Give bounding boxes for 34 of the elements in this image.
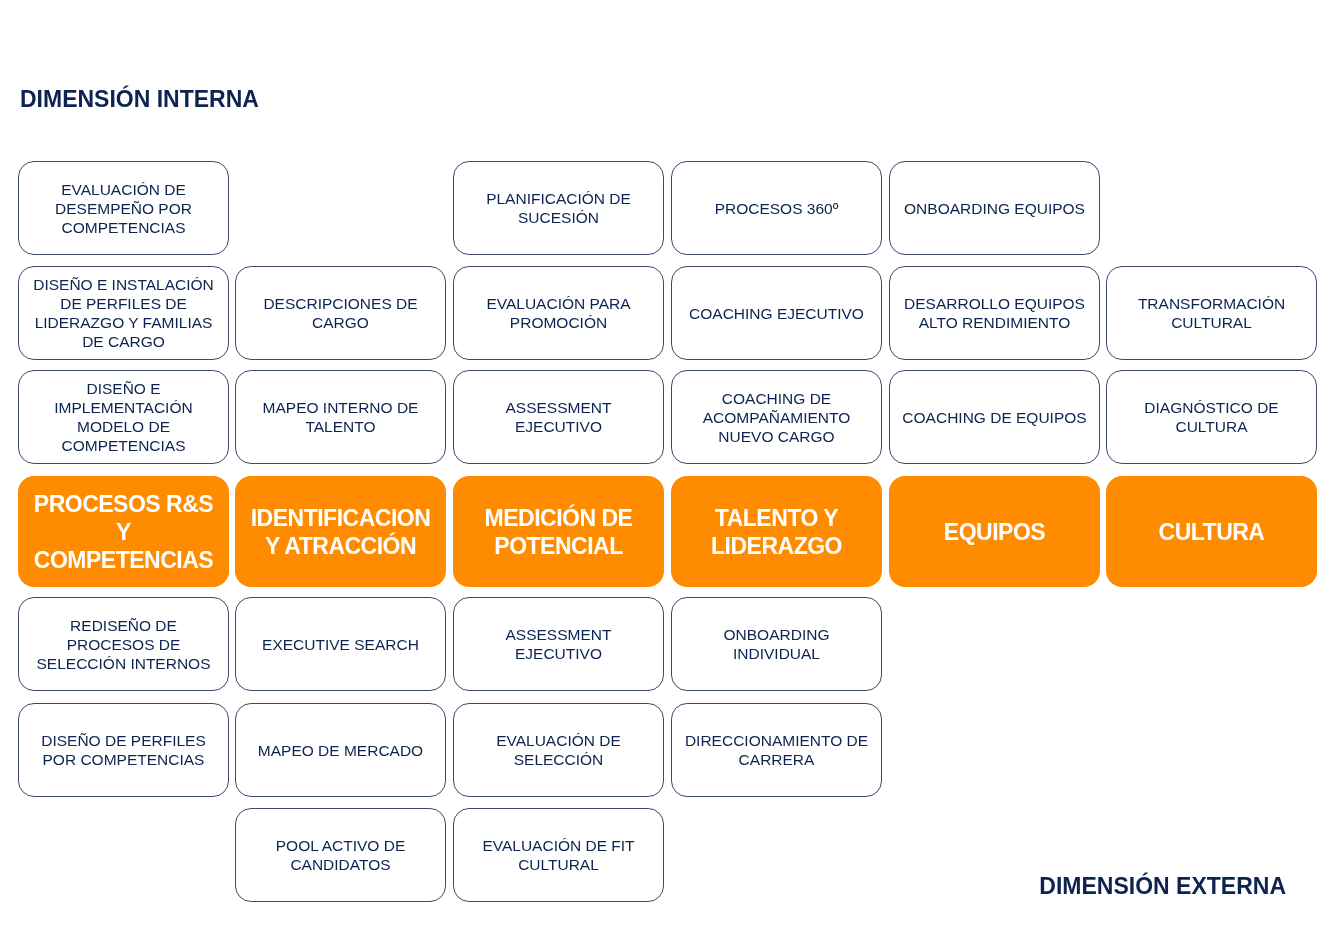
category-box: TALENTO Y LIDERAZGO bbox=[671, 476, 882, 587]
service-box: DISEÑO DE PERFILES POR COMPETENCIAS bbox=[18, 703, 229, 797]
service-box: ONBOARDING EQUIPOS bbox=[889, 161, 1100, 255]
service-box: ASSESSMENT EJECUTIVO bbox=[453, 370, 664, 464]
service-box: ASSESSMENT EJECUTIVO bbox=[453, 597, 664, 691]
section-heading: DIMENSIÓN EXTERNA bbox=[1039, 873, 1286, 900]
service-box: MAPEO DE MERCADO bbox=[235, 703, 446, 797]
service-box: PLANIFICACIÓN DE SUCESIÓN bbox=[453, 161, 664, 255]
service-box: PROCESOS 360º bbox=[671, 161, 882, 255]
service-box: DESCRIPCIONES DE CARGO bbox=[235, 266, 446, 360]
service-box: DIAGNÓSTICO DE CULTURA bbox=[1106, 370, 1317, 464]
service-box: COACHING EJECUTIVO bbox=[671, 266, 882, 360]
service-box: EVALUACIÓN DE FIT CULTURAL bbox=[453, 808, 664, 902]
service-box: EXECUTIVE SEARCH bbox=[235, 597, 446, 691]
service-box: MAPEO INTERNO DE TALENTO bbox=[235, 370, 446, 464]
category-box: EQUIPOS bbox=[889, 476, 1100, 587]
service-box: DIRECCIONAMIENTO DE CARRERA bbox=[671, 703, 882, 797]
service-box: POOL ACTIVO DE CANDIDATOS bbox=[235, 808, 446, 902]
section-heading: DIMENSIÓN INTERNA bbox=[20, 86, 259, 113]
service-box: ONBOARDING INDIVIDUAL bbox=[671, 597, 882, 691]
category-box: PROCESOS R&S Y COMPETENCIAS bbox=[18, 476, 229, 587]
service-box: DESARROLLO EQUIPOS ALTO RENDIMIENTO bbox=[889, 266, 1100, 360]
category-box: CULTURA bbox=[1106, 476, 1317, 587]
service-box: COACHING DE EQUIPOS bbox=[889, 370, 1100, 464]
service-box: COACHING DE ACOMPAÑAMIENTO NUEVO CARGO bbox=[671, 370, 882, 464]
service-box: EVALUACIÓN PARA PROMOCIÓN bbox=[453, 266, 664, 360]
service-box: EVALUACIÓN DE SELECCIÓN bbox=[453, 703, 664, 797]
service-box: EVALUACIÓN DE DESEMPEÑO POR COMPETENCIAS bbox=[18, 161, 229, 255]
service-box: DISEÑO E IMPLEMENTACIÓN MODELO DE COMPETENCIAS bbox=[18, 370, 229, 464]
category-box: MEDICIÓN DE POTENCIAL bbox=[453, 476, 664, 587]
category-box: IDENTIFICACION Y ATRACCIÓN bbox=[235, 476, 446, 587]
service-box: DISEÑO E INSTALACIÓN DE PERFILES DE LIDERAZGO Y FAMILIAS DE CARGO bbox=[18, 266, 229, 360]
service-box: TRANSFORMACIÓN CULTURAL bbox=[1106, 266, 1317, 360]
service-box: REDISEÑO DE PROCESOS DE SELECCIÓN INTERNOS bbox=[18, 597, 229, 691]
